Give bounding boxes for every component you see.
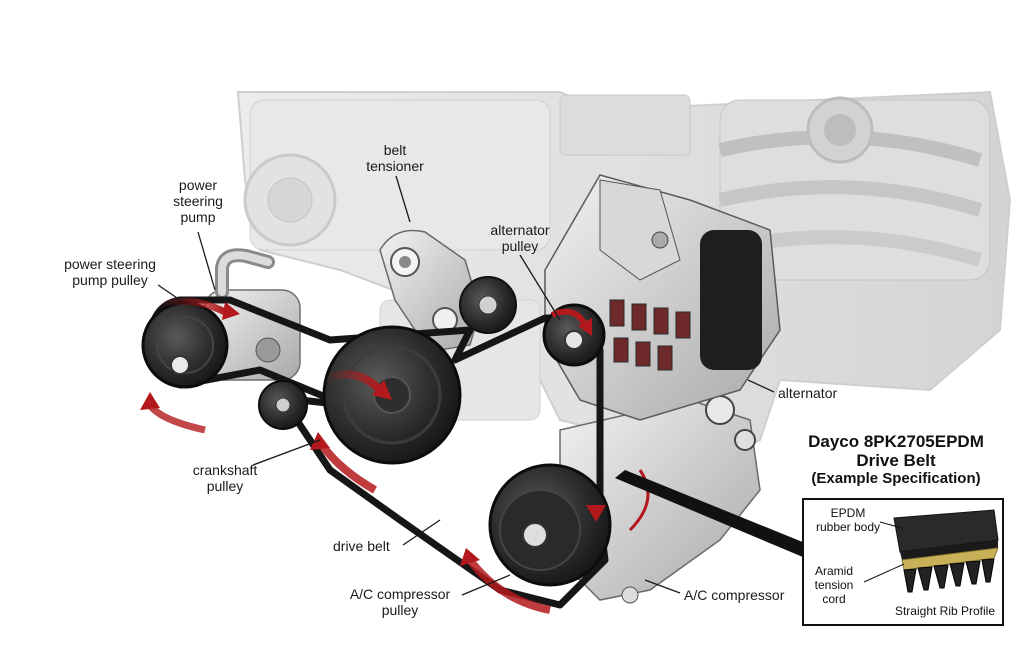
idler-pulley	[258, 380, 308, 430]
ac-compressor	[559, 395, 761, 604]
power-steering-pump-pulley	[141, 301, 229, 389]
label-power-steering-pump-pulley: power steering pump pulley	[64, 256, 156, 288]
belt-cross-section-illustration	[863, 509, 999, 593]
label-drive-belt: drive belt	[333, 538, 390, 554]
label-alternator: alternator	[778, 385, 838, 401]
belt-spec-inset: Dayco 8PK2705EPDM Drive Belt (Example Sp…	[776, 432, 1016, 628]
belt-cross-section-box: EPDM rubber body Aramid tension cord Str…	[802, 498, 1004, 626]
label-straight-rib-profile: Straight Rib Profile	[894, 604, 996, 618]
ac-compressor-pulley	[488, 463, 612, 587]
label-epdm-rubber-body: EPDM rubber body	[815, 506, 881, 534]
inset-title-line1: Dayco 8PK2705EPDM	[808, 432, 984, 451]
label-ac-compressor-pulley: A/C compressor pulley	[349, 586, 451, 618]
rotation-arrows	[140, 297, 606, 614]
label-aramid-tension-cord: Aramid tension cord	[814, 564, 854, 606]
inset-callout-wedge	[615, 470, 810, 560]
label-crankshaft-pulley: crankshaft pulley	[192, 462, 258, 494]
inset-subtitle: (Example Specification)	[811, 470, 981, 487]
label-alternator-pulley: alternator pulley	[490, 222, 550, 254]
belt-tensioner	[379, 229, 517, 351]
crankshaft-pulley	[322, 325, 462, 465]
label-belt-tensioner: belt tensioner	[366, 142, 424, 174]
label-ac-compressor: A/C compressor	[684, 587, 785, 603]
leader-lines	[157, 175, 775, 596]
label-power-steering-pump: power steering pump	[173, 177, 223, 225]
inset-title-line2: Drive Belt	[856, 451, 936, 470]
alternator	[544, 174, 781, 421]
